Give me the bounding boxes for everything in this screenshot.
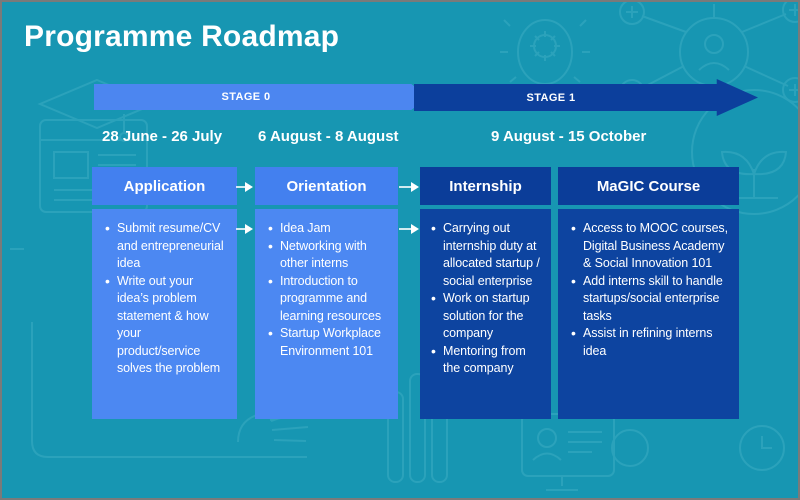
bullet-item: Write out your idea’s problem statement … [104, 272, 227, 378]
date-range-3: 9 August - 15 October [491, 128, 647, 145]
arrow-right-icon [236, 182, 253, 192]
column-orientation: Orientation Idea Jam Networking with oth… [255, 167, 398, 419]
monitor-person-icon [521, 413, 615, 491]
bullet-item: Idea Jam [267, 219, 388, 238]
page-title: Programme Roadmap [24, 20, 340, 53]
bullet-item: Add interns skill to handle startups/soc… [570, 272, 729, 326]
column-header: Orientation [255, 167, 398, 205]
date-range-2: 6 August - 8 August [258, 128, 399, 145]
column-header: Internship [420, 167, 551, 205]
stage1-label: STAGE 1 [526, 91, 576, 104]
globe-plant-icon [691, 89, 798, 215]
bullet-item: Startup Workplace Environment 101 [267, 324, 388, 360]
bullet-item: Submit resume/CV and entrepreneurial ide… [104, 219, 227, 273]
column-body: Idea Jam Networking with other interns I… [255, 209, 398, 419]
date-range-1: 28 June - 26 July [102, 128, 223, 145]
bullet-item: Assist in refining interns idea [570, 324, 729, 360]
bullet-item: Mentoring from the company [430, 342, 541, 378]
bullet-item: Carrying out internship duty at allocate… [430, 219, 541, 290]
column-body: Submit resume/CV and entrepreneurial ide… [92, 209, 237, 419]
column-header: Application [92, 167, 237, 205]
stage0-label: STAGE 0 [221, 91, 271, 103]
column-internship: Internship Carrying out internship duty … [420, 167, 551, 419]
column-header: MaGIC Course [558, 167, 739, 205]
rounded-frame-line [10, 248, 307, 458]
column-magic-course: MaGIC Course Access to MOOC courses, Dig… [558, 167, 739, 419]
stage0-arrow: STAGE 0 [94, 84, 428, 110]
column-body: Access to MOOC courses, Digital Business… [558, 209, 739, 419]
stage1-arrow: STAGE 1 [414, 79, 758, 116]
bullet-item: Work on startup solution for the company [430, 289, 541, 343]
arrow-right-icon [236, 224, 253, 234]
column-application: Application Submit resume/CV and entrepr… [92, 167, 237, 419]
bullet-item: Networking with other interns [267, 237, 388, 273]
bullet-item: Introduction to programme and learning r… [267, 272, 388, 326]
arrow-right-icon [399, 224, 419, 234]
column-body: Carrying out internship duty at allocate… [420, 209, 551, 419]
arrow-right-icon [399, 182, 419, 192]
bullet-item: Access to MOOC courses, Digital Business… [570, 219, 729, 273]
